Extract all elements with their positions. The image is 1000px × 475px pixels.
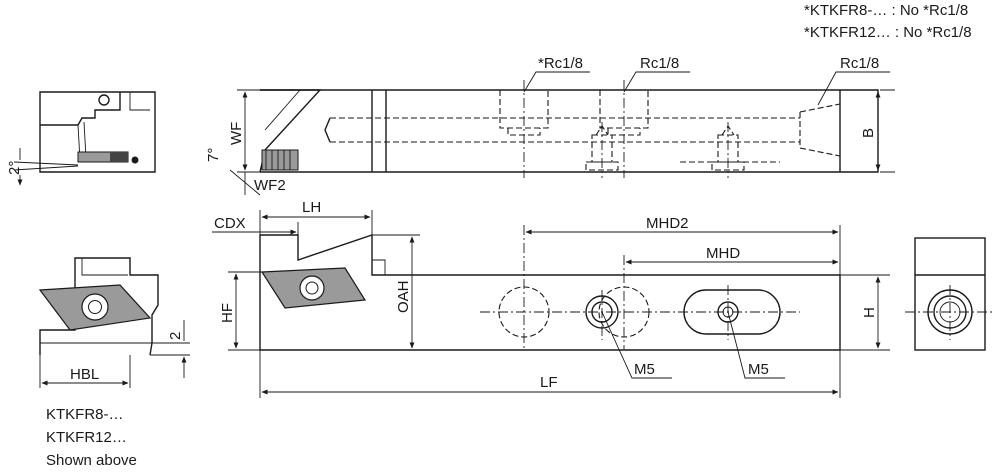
rc-callout-3: Rc1/8	[840, 55, 879, 72]
cdx-label: CDX	[214, 215, 246, 232]
wf-dimension	[229, 89, 262, 196]
hbl-label: HBL	[70, 366, 99, 383]
wf-label: WF	[228, 122, 245, 145]
end-view-detail	[14, 91, 156, 185]
side-view	[259, 225, 841, 351]
mhd-dimensions	[525, 225, 841, 275]
right-end-view	[905, 237, 995, 351]
lf-label: LF	[540, 374, 558, 391]
top-view	[259, 80, 879, 178]
m5-leader-1	[601, 311, 672, 379]
wf2-label: WF2	[254, 177, 286, 194]
cdx-lh-dimension	[212, 210, 373, 235]
angle-7-label: 7°	[205, 148, 222, 162]
oah-label: OAH	[395, 280, 412, 313]
model-note-1: *KTKFR8-… : No *Rc1/8	[804, 2, 969, 19]
insert-detail-view	[38, 257, 190, 388]
m5-callout-1: M5	[634, 361, 655, 378]
height-dimensions	[228, 234, 890, 351]
mhd-label: MHD	[706, 245, 740, 262]
hf-label: HF	[219, 303, 236, 323]
m5-leader-2	[727, 311, 785, 379]
b-label: B	[860, 128, 877, 138]
m5-callout-2: M5	[748, 361, 769, 378]
shown-above-note: Shown above	[46, 452, 137, 469]
rc-leader-1	[523, 71, 590, 93]
model-list-2: KTKFR12…	[46, 429, 127, 446]
model-list-1: KTKFR8-…	[46, 406, 124, 423]
dim-2-label: 2	[167, 332, 184, 340]
rc-leader-2	[623, 71, 690, 93]
lh-label: LH	[302, 199, 321, 216]
b-dimension	[875, 89, 895, 173]
lf-dimension	[259, 350, 841, 398]
rc-callout-2: Rc1/8	[640, 55, 679, 72]
mhd2-label: MHD2	[646, 215, 689, 232]
h-label: H	[861, 307, 878, 318]
angle-2-label: 2°	[6, 161, 23, 175]
rc-leader-3	[817, 71, 890, 106]
model-note-2: *KTKFR12… : No *Rc1/8	[804, 24, 972, 41]
rc-star-callout: *Rc1/8	[538, 55, 583, 72]
